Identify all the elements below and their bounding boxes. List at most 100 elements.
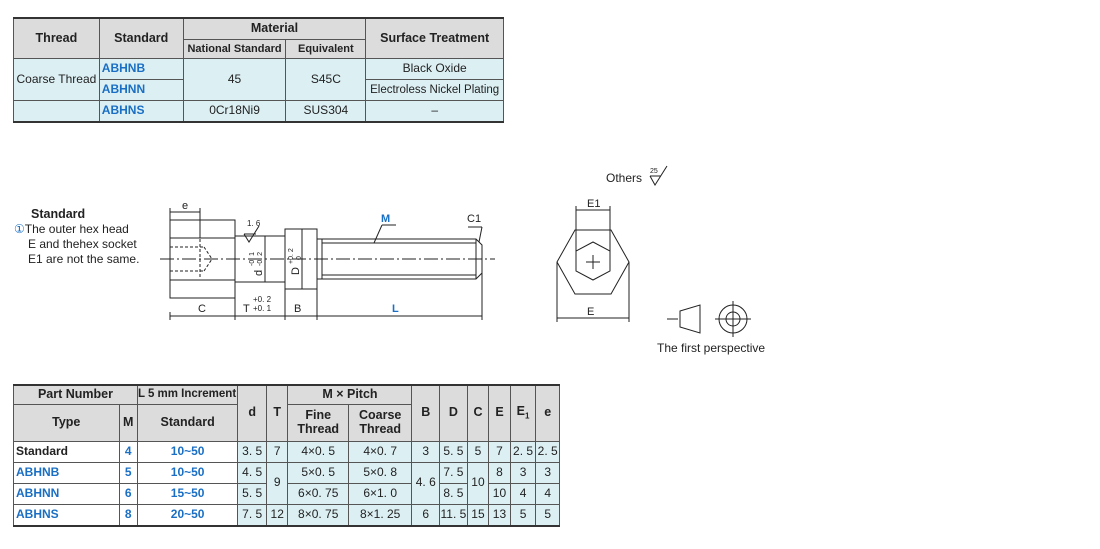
cell-t: 9 xyxy=(265,461,289,505)
note-title: Standard xyxy=(31,207,86,221)
header-type: Type xyxy=(13,403,120,442)
note-line: The outer hex head xyxy=(24,222,129,236)
label-c1: C1 xyxy=(467,213,481,225)
cell-coarse: 4×0. 7 xyxy=(347,440,413,463)
cell-D: 7. 5 xyxy=(439,461,468,484)
cell-coarse: 5×0. 8 xyxy=(347,461,413,484)
label-b: B xyxy=(294,303,301,315)
cell-fine: 4×0. 5 xyxy=(287,440,349,463)
D-tolerance-upper: +0. 2 xyxy=(288,248,295,264)
label-D: D xyxy=(290,267,302,275)
cell-E1: 2. 5 xyxy=(509,440,537,463)
cell-surface: Black Oxide xyxy=(365,58,504,80)
cell-fine: 6×0. 75 xyxy=(287,482,349,505)
cell-D: 5. 5 xyxy=(439,440,468,463)
cell-m: 6 xyxy=(118,482,138,505)
cell-e: 3 xyxy=(535,461,560,484)
cell-national: 45 xyxy=(182,58,287,101)
label-t: T xyxy=(243,303,250,315)
cell-thread-type: Coarse Thread xyxy=(13,58,100,101)
cell-type: ABHNS xyxy=(13,503,120,526)
cell-d: 3. 5 xyxy=(237,440,267,463)
cell-b: 4. 6 xyxy=(411,461,441,505)
cell-d: 7. 5 xyxy=(237,503,267,526)
cell-thread-type-empty xyxy=(13,100,100,123)
cell-fine: 8×0. 75 xyxy=(287,503,349,526)
cell-e: 2. 5 xyxy=(535,440,560,463)
label-E: E xyxy=(587,306,594,318)
header-equivalent: Equivalent xyxy=(285,39,367,59)
cell-standard: ABHNB xyxy=(98,58,184,80)
cell-d: 5. 5 xyxy=(237,482,267,505)
header-material: Material xyxy=(182,17,367,40)
cell-standard: 15~50 xyxy=(136,482,239,505)
cell-d: 4. 5 xyxy=(237,461,267,484)
cell-t: 12 xyxy=(265,503,289,526)
header-c: C xyxy=(466,384,490,442)
cell-type: ABHNB xyxy=(13,461,120,484)
cell-surface: Electroless Nickel Plating xyxy=(365,79,504,101)
roughness-symbol xyxy=(649,165,668,186)
header-standard: Standard xyxy=(136,403,239,442)
header-t: T xyxy=(265,384,289,442)
material-table: Thread Standard Material Surface Treatme… xyxy=(13,17,504,123)
cell-D: 8. 5 xyxy=(439,482,468,505)
t-tolerance-upper: +0. 2 xyxy=(253,295,272,304)
D-tolerance-lower: 0 xyxy=(296,256,303,260)
cell-t: 7 xyxy=(265,440,289,463)
header-national-standard: National Standard xyxy=(182,39,287,59)
header-b: B xyxy=(411,384,441,442)
cell-standard: ABHNS xyxy=(98,100,184,123)
roughness-value: 25 xyxy=(650,168,658,175)
cell-coarse: 6×1. 0 xyxy=(347,482,413,505)
cell-c: 5 xyxy=(466,440,490,463)
cell-equivalent: S45C xyxy=(285,58,367,101)
cell-e: 5 xyxy=(535,503,560,526)
header-D: D xyxy=(439,384,468,442)
cell-E1: 3 xyxy=(509,461,537,484)
first-perspective-label: The first perspective xyxy=(657,341,765,355)
cell-e: 4 xyxy=(535,482,560,505)
surface-finish-value: 1. 6 xyxy=(247,219,261,228)
projection-cone xyxy=(679,304,701,334)
d-tolerance-upper: -0. 1 xyxy=(249,252,256,266)
cell-E: 7 xyxy=(488,440,511,463)
header-E: E xyxy=(488,384,511,442)
cell-b: 6 xyxy=(411,503,441,526)
cell-E: 8 xyxy=(488,461,511,484)
cell-m: 8 xyxy=(118,503,138,526)
cell-E: 10 xyxy=(488,482,511,505)
cell-national: 0Cr18Ni9 xyxy=(182,100,287,123)
cell-c: 15 xyxy=(466,503,490,526)
label-l: L xyxy=(392,303,399,315)
cell-c: 10 xyxy=(466,461,490,505)
cell-b: 3 xyxy=(411,440,441,463)
d-tolerance-lower: -0. 2 xyxy=(257,252,264,266)
cell-surface: – xyxy=(365,100,504,123)
header-m-pitch: M × Pitch xyxy=(287,384,413,405)
cell-standard: 20~50 xyxy=(136,503,239,526)
cell-D: 11. 5 xyxy=(439,503,468,526)
cell-standard: 10~50 xyxy=(136,440,239,463)
cell-standard: 10~50 xyxy=(136,461,239,484)
cell-fine: 5×0. 5 xyxy=(287,461,349,484)
label-m: M xyxy=(381,213,390,225)
standard-note: Standard ①The outer hex head E and thehe… xyxy=(14,207,139,267)
header-d: d xyxy=(237,384,267,442)
label-c: C xyxy=(198,303,206,315)
note-line: E1 are not the same. xyxy=(28,252,140,266)
note-marker: ① xyxy=(14,222,25,236)
header-thread: Thread xyxy=(13,17,100,59)
cell-equivalent: SUS304 xyxy=(285,100,367,123)
cell-E1: 4 xyxy=(509,482,537,505)
cell-m: 4 xyxy=(118,440,138,463)
header-part-number: Part Number xyxy=(13,384,138,405)
label-E1: E1 xyxy=(587,198,600,210)
cell-coarse: 8×1. 25 xyxy=(347,503,413,526)
cell-standard: ABHNN xyxy=(98,79,184,101)
header-l-increment: L 5 mm Increment xyxy=(136,384,239,405)
cell-m: 5 xyxy=(118,461,138,484)
header-E1: E1 xyxy=(509,384,537,442)
